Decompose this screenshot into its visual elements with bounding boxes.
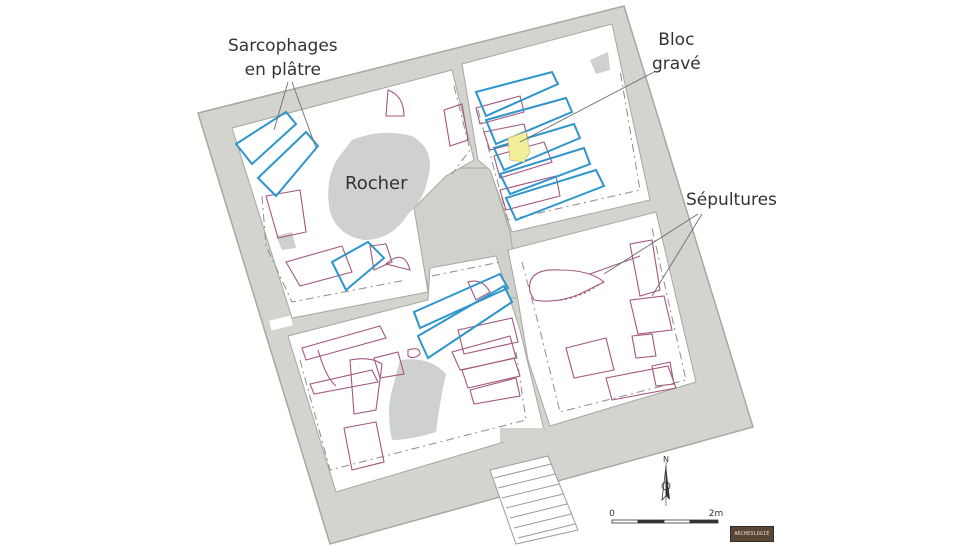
burials xyxy=(265,89,677,471)
rock-large xyxy=(328,132,430,240)
room-bottom-right xyxy=(507,211,697,427)
publisher-logo: ARCHEOLOGIE xyxy=(730,526,774,542)
label-sarcophages-line1: Sarcophages xyxy=(228,36,338,56)
leader-lines xyxy=(273,71,703,297)
label-sarcophages: Sarcophages en plâtre xyxy=(228,34,338,82)
stairs xyxy=(489,455,579,545)
scale-start: 0 xyxy=(609,509,615,519)
label-bloc-grave: Bloc gravé xyxy=(652,28,701,76)
north-letter: N xyxy=(663,455,669,464)
label-sepultures: Sépultures xyxy=(686,190,777,210)
rock-small-top xyxy=(590,52,610,74)
scale-bar: 0 2m xyxy=(609,509,724,524)
sarcophagi xyxy=(234,70,606,360)
room-top-right xyxy=(461,23,651,233)
label-bloc-line1: Bloc xyxy=(658,30,695,50)
engraved-block xyxy=(507,131,531,163)
north-arrow: N xyxy=(661,455,671,506)
label-rocher: Rocher xyxy=(345,173,408,194)
rock-bottom xyxy=(389,359,446,440)
burial-dotted-arc xyxy=(559,283,601,301)
rock-small-left xyxy=(276,232,296,250)
scale-end: 2m xyxy=(709,509,724,519)
label-sarcophages-line2: en plâtre xyxy=(244,60,321,80)
dashed-lines xyxy=(261,69,687,471)
opening-south xyxy=(500,428,544,442)
opening-west xyxy=(269,315,293,331)
label-bloc-line2: gravé xyxy=(652,54,701,74)
